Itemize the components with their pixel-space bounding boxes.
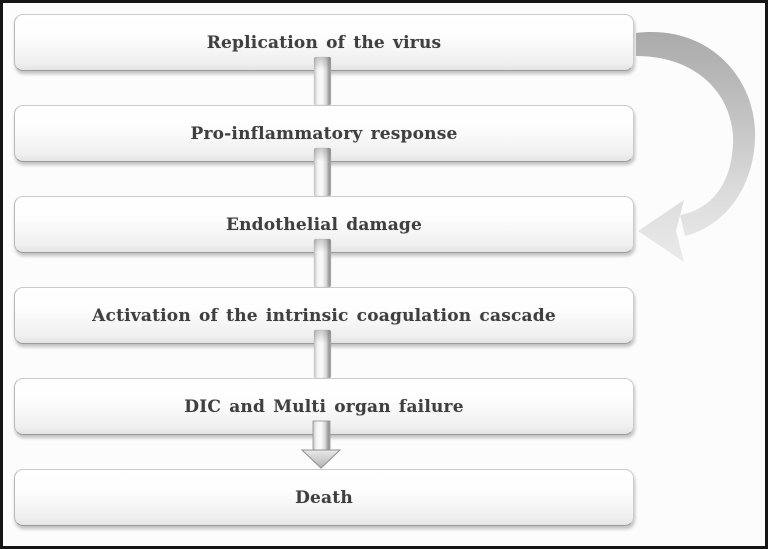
flow-node-label: DIC and Multi organ failure (184, 396, 464, 417)
flow-node-label: Replication of the virus (206, 32, 442, 53)
flow-node-pro-inflammatory-response: Pro-inflammatory response (14, 105, 634, 162)
flow-node-label: Activation of the intrinsic coagulation … (92, 305, 556, 326)
flow-node-label: Death (295, 487, 353, 508)
edge-curved-arrow-1-3 (636, 32, 756, 262)
flow-node-endothelial-damage: Endothelial damage (14, 196, 634, 253)
flow-node-replication-of-virus: Replication of the virus (14, 14, 634, 71)
flow-node-coagulation-cascade: Activation of the intrinsic coagulation … (14, 287, 634, 344)
flow-node-death: Death (14, 469, 634, 526)
flow-node-label: Pro-inflammatory response (190, 123, 458, 144)
flow-node-dic-multi-organ-failure: DIC and Multi organ failure (14, 378, 634, 435)
flow-node-label: Endothelial damage (225, 214, 423, 235)
